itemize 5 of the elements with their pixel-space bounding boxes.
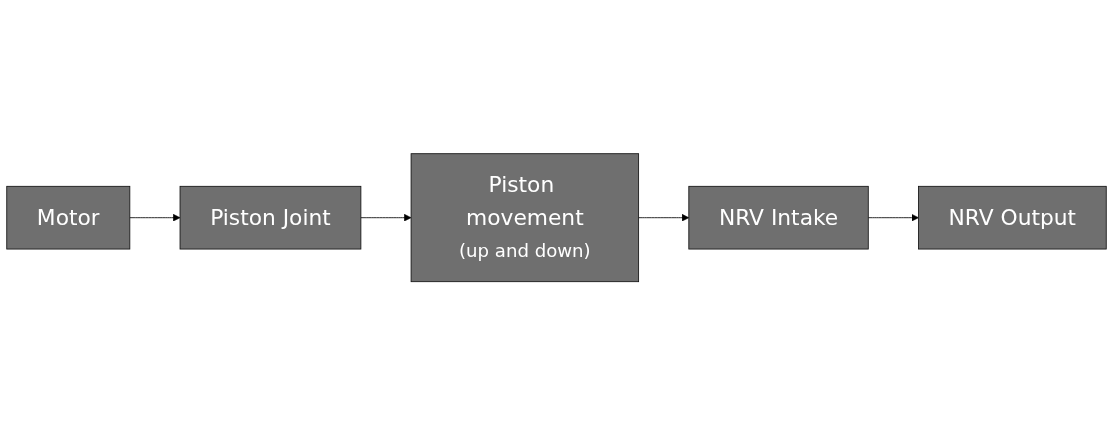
node-box: Piston Joint — [179, 186, 362, 250]
node-box: Piston movement (up and down) — [410, 153, 640, 283]
node-box: NRV Intake — [688, 186, 869, 250]
node-box: NRV Output — [918, 186, 1107, 250]
node-box: Motor — [6, 186, 131, 250]
